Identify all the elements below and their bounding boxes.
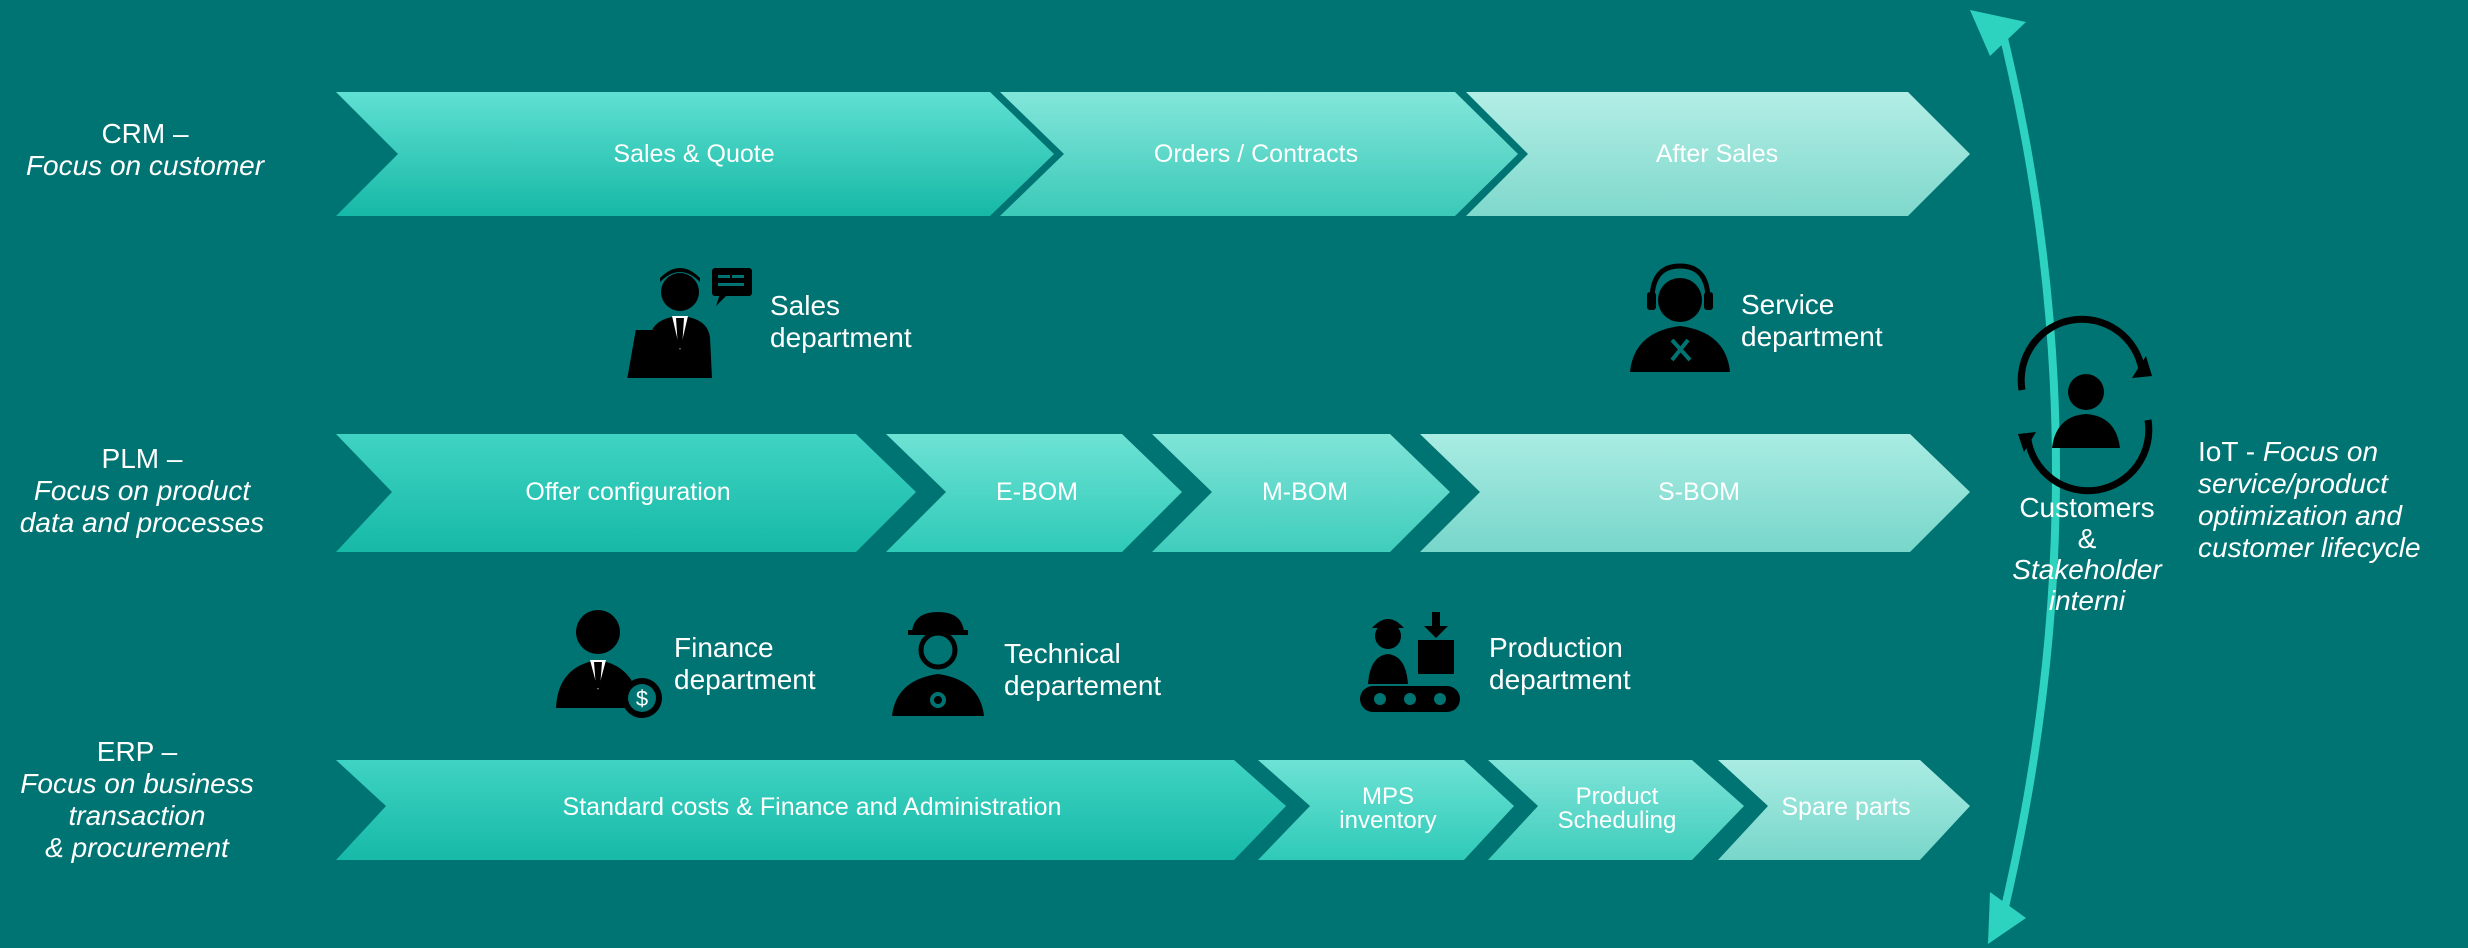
production-department-label: Production department xyxy=(1489,632,1631,695)
plm-step-4-arrow xyxy=(1420,434,1970,552)
erp-step-2-label-line2: inventory xyxy=(1339,807,1436,834)
iot-focus-line1: Focus on xyxy=(2262,436,2379,467)
erp-row-label: ERP – Focus on business transaction & pr… xyxy=(4,736,270,864)
plm-title: PLM – xyxy=(101,443,183,474)
crm-step-3-arrow xyxy=(1466,92,1970,216)
svg-text:$: $ xyxy=(636,686,648,711)
iot-focus-line4: customer lifecycle xyxy=(2198,532,2421,563)
plm-step-2-label: E-BOM xyxy=(996,478,1078,506)
iot-prefix: IoT - xyxy=(2198,436,2263,467)
erp-step-1-arrow xyxy=(336,760,1286,860)
erp-step-3-label-line2: Scheduling xyxy=(1558,807,1677,834)
iot-focus-line3: optimization and xyxy=(2198,500,2402,531)
headset-technician-icon xyxy=(1630,263,1730,372)
sales-department-label: Sales department xyxy=(770,290,912,353)
erp-focus-line3: & procurement xyxy=(45,832,229,863)
plm-step-2-arrow xyxy=(886,434,1182,552)
plm-row-label: PLM – Focus on product data and processe… xyxy=(4,443,280,539)
salesperson-icon xyxy=(627,268,752,378)
erp-step-3-label-line1: Product xyxy=(1576,783,1659,810)
plm-step-1-label: Offer configuration xyxy=(525,478,730,506)
iot-focus-line2: service/product xyxy=(2198,468,2388,499)
erp-step-2-arrow xyxy=(1258,760,1514,860)
erp-focus-line2: transaction xyxy=(68,800,206,831)
conveyor-worker-icon xyxy=(1360,612,1460,712)
engineer-helmet-icon xyxy=(892,612,984,716)
crm-step-3-label: After Sales xyxy=(1656,140,1778,168)
businessman-dollar-icon: $ xyxy=(556,610,662,718)
customers-stakeholder-label: Customers & Stakeholder interni xyxy=(2012,492,2162,616)
crm-title: CRM – xyxy=(101,118,189,149)
erp-title: ERP – xyxy=(96,736,178,767)
crm-step-2-label: Orders / Contracts xyxy=(1154,140,1358,168)
erp-step-2-label-line1: MPS xyxy=(1362,783,1414,810)
crm-row-label: CRM – Focus on customer xyxy=(10,118,280,182)
plm-step-3-arrow xyxy=(1152,434,1450,552)
erp-step-4-label: Spare parts xyxy=(1781,793,1910,821)
technical-department-label: Technical departement xyxy=(1004,638,1162,701)
crm-step-2-arrow xyxy=(1000,92,1518,216)
crm-focus: Focus on customer xyxy=(25,150,265,181)
service-department-label: Service department xyxy=(1741,289,1883,352)
plm-step-4-label: S-BOM xyxy=(1658,478,1740,506)
plm-step-1-arrow xyxy=(336,434,916,552)
user-cycle-icon xyxy=(2017,315,2153,495)
erp-step-3-arrow xyxy=(1488,760,1744,860)
iot-label: IoT - Focus on service/product optimizat… xyxy=(2198,436,2421,564)
cycle-double-arrow-icon xyxy=(1970,10,2060,944)
finance-department-label: Finance department xyxy=(674,632,816,695)
erp-step-1-label: Standard costs & Finance and Administrat… xyxy=(563,793,1062,821)
crm-step-1-arrow xyxy=(336,92,1054,216)
plm-focus-line1: Focus on product xyxy=(33,475,251,506)
crm-step-1-label: Sales & Quote xyxy=(613,140,774,168)
plm-step-3-label: M-BOM xyxy=(1262,478,1348,506)
erp-focus-line1: Focus on business xyxy=(20,768,254,799)
plm-focus-line2: data and processes xyxy=(19,507,265,538)
erp-step-4-arrow xyxy=(1718,760,1970,860)
